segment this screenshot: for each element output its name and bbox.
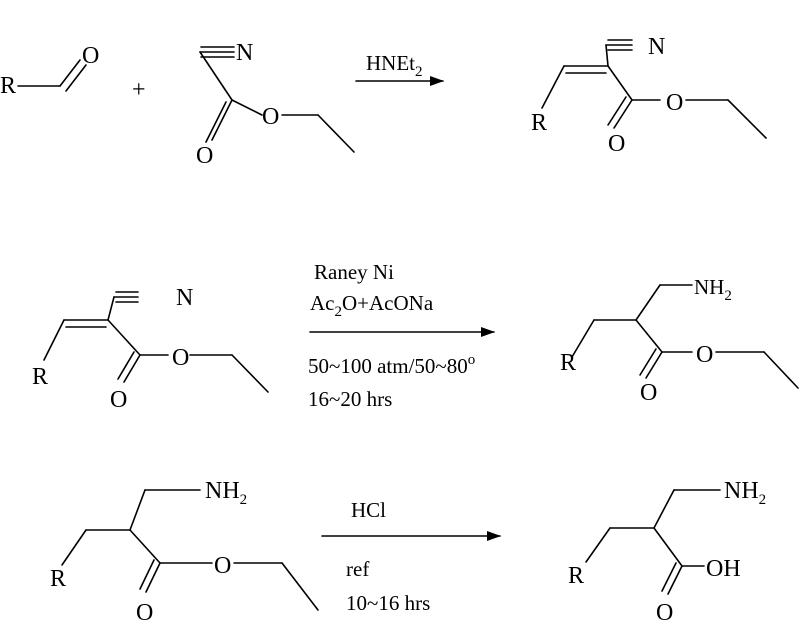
step2-conditions: Raney Ni Ac2O+AcONa 50~100 atm/50~80o 16… — [308, 260, 495, 411]
step1-cyanoacetate: N O O — [196, 40, 355, 169]
reactant2-ester-o-label: O — [172, 345, 189, 371]
product2-amine-label: NH2 — [694, 275, 732, 304]
product2-carbonyl-o-label: O — [640, 380, 657, 406]
reactant3-r-label: R — [50, 566, 66, 592]
product1-ester-o-label: O — [666, 90, 683, 116]
product1-n-label: N — [648, 34, 665, 60]
step3-conditions: HCl ref 10~16 hrs — [321, 498, 501, 615]
step3-reagent: HCl — [351, 498, 386, 522]
cyanoacetate-n-label: N — [236, 40, 253, 66]
step1-arrow-group: HNEt2 — [355, 51, 444, 86]
step2-reactant: N R O O — [32, 285, 269, 413]
product3-carbonyl-o-label: O — [656, 600, 673, 624]
product1-r-label: R — [531, 110, 547, 136]
step2-pressure-temp: 50~100 atm/50~80o — [308, 352, 475, 378]
aldehyde-o-label: O — [82, 43, 99, 69]
cyanoacetate-carbonyl-o-label: O — [196, 143, 213, 169]
step1-aldehyde: R O — [0, 43, 99, 99]
product3-amine-label: NH2 — [724, 478, 766, 508]
step2-time: 16~20 hrs — [308, 387, 392, 411]
product2-ester-o-label: O — [696, 342, 713, 368]
reactant2-carbonyl-o-label: O — [110, 387, 127, 413]
reactant2-n-label: N — [176, 285, 193, 311]
cyanoacetate-ester-o-label: O — [262, 104, 279, 130]
reactant3-carbonyl-o-label: O — [136, 600, 153, 624]
step2-product: NH2 R O O — [560, 275, 799, 406]
aldehyde-r-label: R — [0, 73, 16, 99]
plus-sign: + — [132, 77, 146, 103]
reactant3-amine-label: NH2 — [205, 478, 247, 508]
step1-product: N R O O — [531, 34, 767, 157]
reactant3-ester-o-label: O — [214, 553, 231, 579]
product3-hydroxyl-label: OH — [706, 556, 741, 582]
step2-catalyst: Raney Ni — [314, 260, 394, 284]
reactant2-r-label: R — [32, 364, 48, 390]
step3-product: NH2 R O OH — [568, 478, 766, 624]
step2-additives: Ac2O+AcONa — [310, 291, 434, 320]
step1-reagent: HNEt2 — [366, 51, 423, 80]
product3-r-label: R — [568, 563, 584, 589]
product1-carbonyl-o-label: O — [608, 131, 625, 157]
product2-r-label: R — [560, 350, 576, 376]
step3-reflux: ref — [346, 557, 369, 581]
step3-time: 10~16 hrs — [346, 591, 430, 615]
step3-reactant: NH2 R O O — [50, 478, 319, 624]
